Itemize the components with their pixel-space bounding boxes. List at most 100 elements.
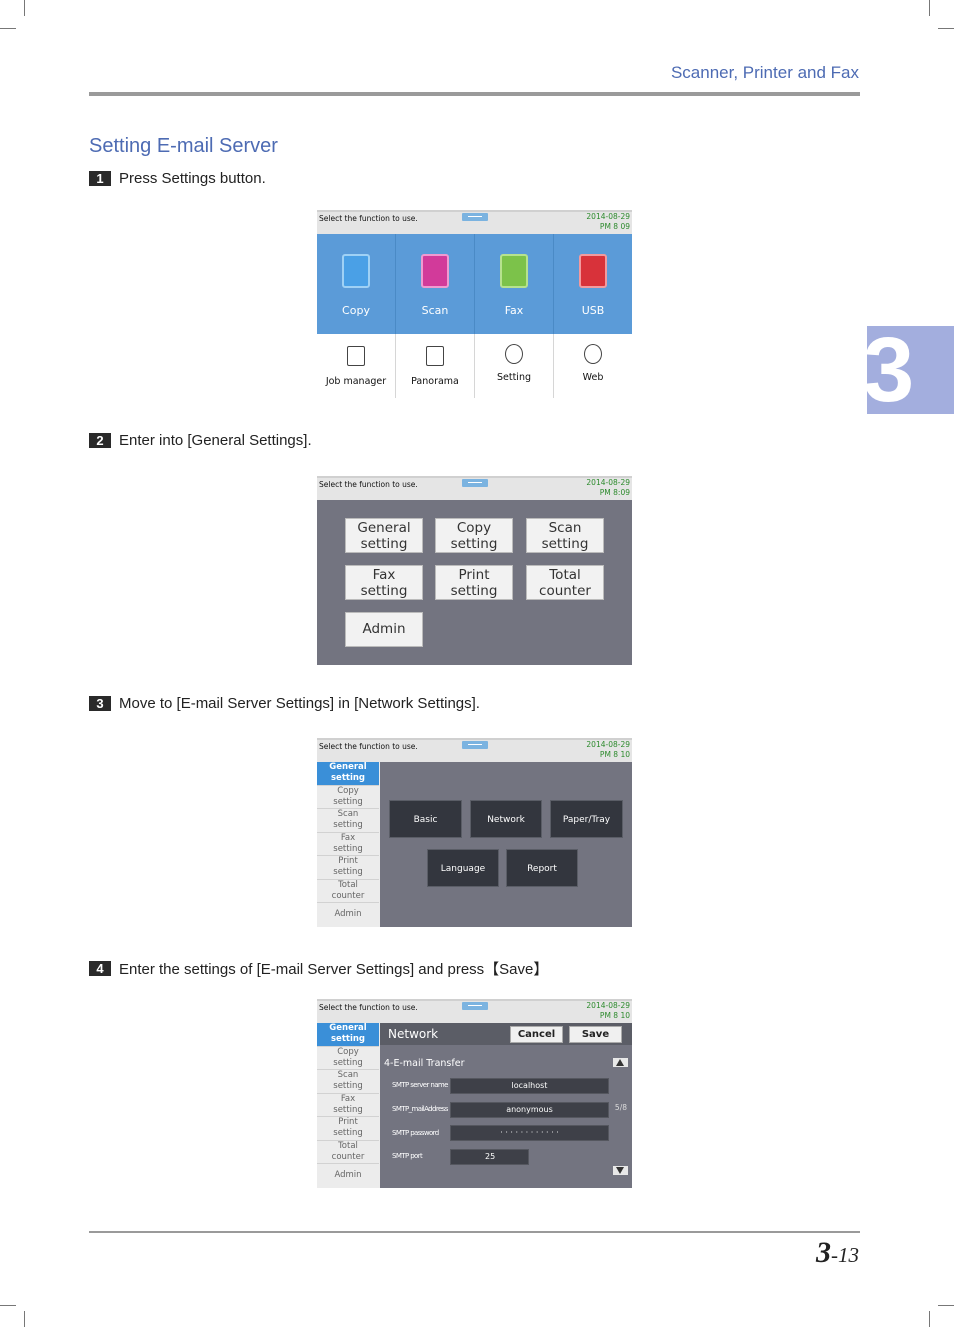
tile-label: Scan bbox=[421, 304, 449, 317]
smtp-password-field[interactable]: · · · · · · · · · · · · bbox=[450, 1125, 609, 1141]
language-button[interactable]: Language bbox=[427, 849, 499, 887]
step-text: Move to [E-mail Server Settings] in [Net… bbox=[119, 695, 480, 712]
email-transfer-panel: 4-E-mail Transfer SMTP server name local… bbox=[380, 1045, 632, 1188]
network-title: Network bbox=[388, 1027, 439, 1041]
step-text: Enter the settings of [E-mail Server Set… bbox=[119, 961, 549, 978]
tile-label: USB bbox=[581, 304, 605, 317]
step-text: Enter into [General Settings]. bbox=[119, 432, 312, 449]
footer-rule bbox=[89, 1231, 860, 1233]
side-item-admin[interactable]: Admin bbox=[334, 1170, 362, 1180]
usb-tile[interactable]: USB bbox=[554, 234, 632, 334]
save-button[interactable]: Save bbox=[569, 1026, 622, 1043]
smtp-port-field[interactable]: 25 bbox=[450, 1149, 529, 1165]
page-major: 3 bbox=[816, 1236, 831, 1269]
status-text: Select the function to use. bbox=[319, 1003, 418, 1012]
crop-mark bbox=[24, 1311, 25, 1327]
paper-tray-button[interactable]: Paper/Tray bbox=[550, 800, 623, 838]
status-text: Select the function to use. bbox=[319, 214, 418, 223]
side-item-admin[interactable]: Admin bbox=[334, 909, 362, 919]
step-4: 4 Enter the settings of [E-mail Server S… bbox=[89, 958, 548, 979]
network-button[interactable]: Network bbox=[470, 800, 542, 838]
scan-tile[interactable]: Scan bbox=[396, 234, 475, 334]
step-1: 1 Press Settings button. bbox=[89, 170, 266, 187]
tile-label: Job manager bbox=[325, 376, 387, 387]
tile-label: Copy bbox=[342, 304, 370, 317]
field-label: SMTP server name bbox=[392, 1081, 448, 1089]
report-button[interactable]: Report bbox=[506, 849, 578, 887]
usb-icon bbox=[579, 254, 607, 288]
pull-down-handle[interactable] bbox=[462, 213, 488, 221]
fax-tile[interactable]: Fax bbox=[475, 234, 554, 334]
panorama-tile[interactable]: Panorama bbox=[396, 334, 475, 398]
step-text: Press Settings button. bbox=[119, 170, 266, 187]
chapter-tab: 3 bbox=[863, 320, 954, 420]
job-manager-tile[interactable]: Job manager bbox=[317, 334, 396, 398]
fax-icon bbox=[500, 254, 528, 288]
basic-button[interactable]: Basic bbox=[389, 800, 462, 838]
smtp-server-name-field[interactable]: localhost bbox=[450, 1078, 609, 1094]
page-number: 3-13 bbox=[816, 1236, 859, 1270]
header-rule bbox=[89, 92, 860, 96]
status-text: Select the function to use. bbox=[319, 742, 418, 751]
step-number: 2 bbox=[89, 433, 111, 448]
scroll-up-icon[interactable] bbox=[613, 1058, 628, 1067]
smtp-mail-address-field[interactable]: anonymous bbox=[450, 1102, 609, 1118]
setting-tile[interactable]: Setting bbox=[475, 334, 554, 398]
step-3: 3 Move to [E-mail Server Settings] in [N… bbox=[89, 695, 480, 712]
clipboard-icon bbox=[347, 346, 365, 366]
field-label: SMTP password bbox=[392, 1129, 439, 1137]
crop-mark bbox=[929, 1311, 930, 1327]
pull-down-handle[interactable] bbox=[462, 479, 488, 487]
field-label: SMTP port bbox=[392, 1152, 423, 1160]
scroll-down-icon[interactable] bbox=[613, 1166, 628, 1175]
pull-down-handle[interactable] bbox=[462, 741, 488, 749]
chapter-number: 3 bbox=[863, 319, 915, 421]
running-header: Scanner, Printer and Fax bbox=[670, 63, 859, 82]
tile-label: Web bbox=[582, 372, 604, 383]
crop-mark bbox=[0, 28, 16, 29]
scan-icon bbox=[421, 254, 449, 288]
network-title-bar: Network Cancel Save bbox=[380, 1023, 632, 1045]
group-title: 4-E-mail Transfer bbox=[384, 1058, 465, 1069]
copy-tile[interactable]: Copy bbox=[317, 234, 396, 334]
crop-mark bbox=[24, 0, 25, 16]
page-indicator: 5/8 bbox=[614, 1103, 627, 1112]
pull-down-handle[interactable] bbox=[462, 1002, 488, 1010]
step-number: 4 bbox=[89, 961, 111, 976]
copy-icon bbox=[342, 254, 370, 288]
crop-mark bbox=[938, 28, 954, 29]
tile-label: Panorama bbox=[411, 376, 459, 387]
general-setting-panel: Basic Network Paper/Tray Language Report bbox=[380, 762, 632, 927]
admin-button[interactable]: Admin bbox=[345, 612, 423, 647]
step-number: 1 bbox=[89, 171, 111, 186]
crop-mark bbox=[929, 0, 930, 16]
web-tile[interactable]: Web bbox=[554, 334, 632, 398]
cancel-button[interactable]: Cancel bbox=[510, 1026, 563, 1043]
page-minor: -13 bbox=[831, 1243, 859, 1267]
